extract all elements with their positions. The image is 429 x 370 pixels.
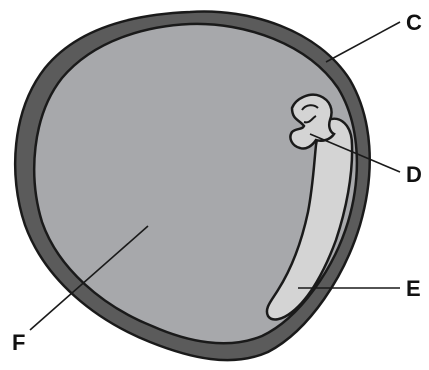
label-c: C — [406, 10, 422, 35]
label-e: E — [406, 276, 421, 301]
label-f: F — [12, 330, 25, 355]
label-d: D — [406, 162, 422, 187]
leader-line-c — [326, 22, 400, 62]
